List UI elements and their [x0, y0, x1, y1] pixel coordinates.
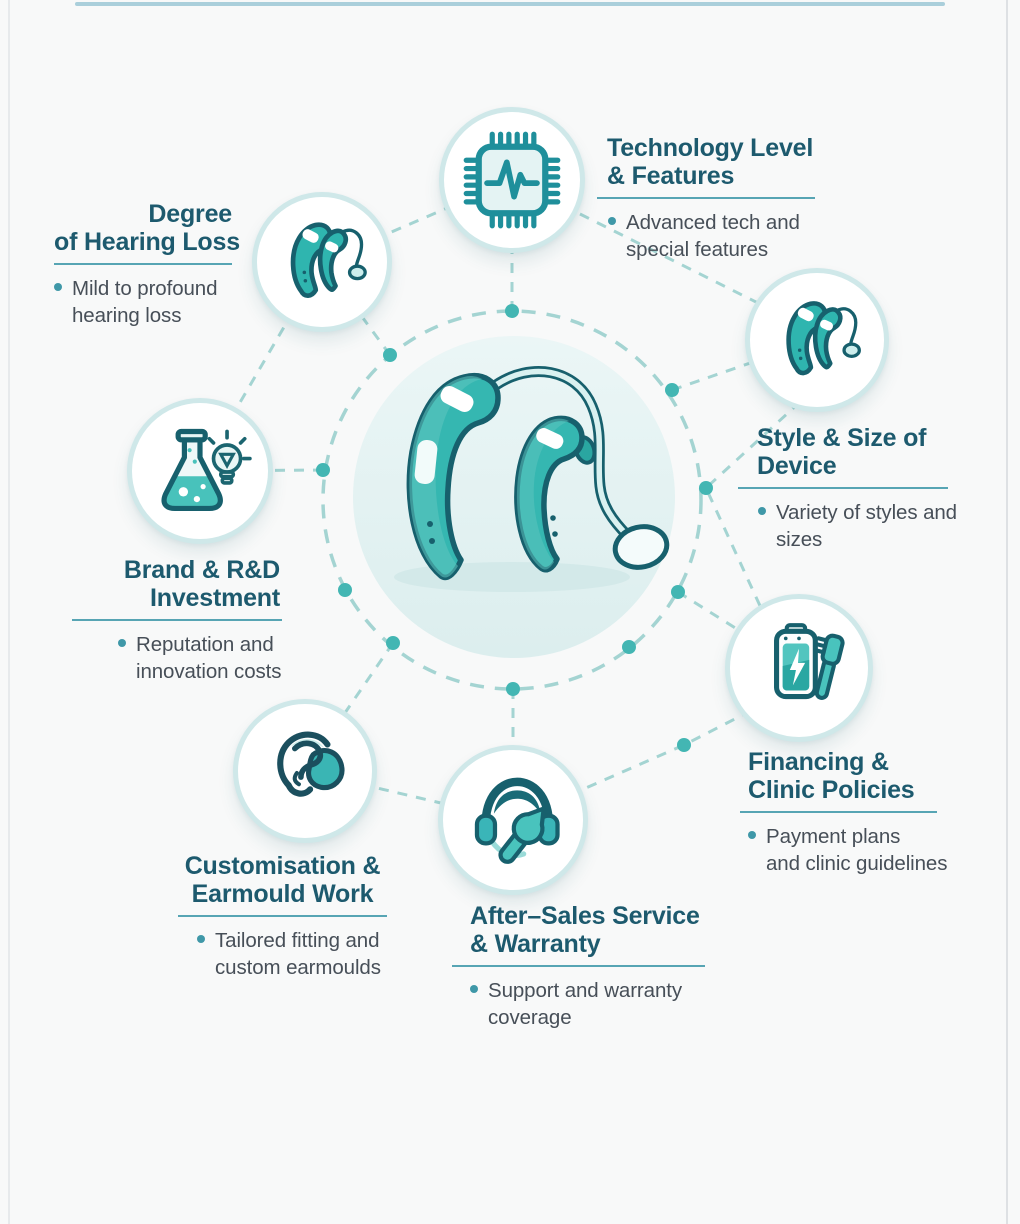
- title-line: Financing &: [748, 748, 889, 776]
- bullet-dot: [118, 639, 126, 647]
- label-financing: Financing & Clinic Policies Payment plan…: [740, 748, 947, 877]
- label-technology-level: Technology Level & Features Advanced tec…: [597, 134, 815, 263]
- description-line: hearing loss: [72, 304, 182, 327]
- label-after-sales: After–Sales Service & Warranty Support a…: [452, 902, 705, 1031]
- title-line: Device: [757, 452, 837, 480]
- hearing-aids-illustration: [353, 336, 675, 658]
- description-line: sizes: [776, 528, 823, 551]
- left-page-edge: [8, 0, 10, 1224]
- node-circle-customisation: [233, 699, 377, 843]
- title-line: of Hearing Loss: [54, 228, 240, 256]
- bullet-dot: [470, 985, 478, 993]
- description-line: special features: [626, 238, 768, 261]
- bullet-dot: [197, 935, 205, 943]
- description-line: custom earmoulds: [215, 956, 381, 979]
- node-description: Tailored fitting and custom earmoulds: [178, 927, 387, 981]
- headset-wrench-icon: [474, 777, 560, 864]
- node-title: Customisation & Earmould Work: [178, 852, 387, 917]
- node-description: Support and warranty coverage: [452, 977, 705, 1031]
- title-line: Technology Level: [607, 134, 814, 162]
- title-line: After–Sales Service: [470, 902, 700, 930]
- description-line: Variety of styles and: [776, 501, 957, 524]
- dashed-ring: [321, 309, 703, 691]
- hearing-aid-pair-icon: [270, 210, 374, 314]
- node-circle-after-sales: [438, 745, 588, 895]
- title-line: Degree: [148, 200, 232, 228]
- node-description: Advanced tech and special features: [597, 209, 815, 263]
- node-circle-technology-level: [439, 107, 585, 253]
- title-line: Customisation &: [184, 852, 381, 880]
- label-degree-of-hearing-loss: Degree of Hearing Loss Mild to profound …: [54, 200, 240, 329]
- title-line: Clinic Policies: [748, 776, 915, 804]
- chip-icon: [463, 131, 561, 229]
- bullet-dot: [748, 831, 756, 839]
- title-line: Investment: [150, 584, 280, 612]
- description-line: Support and warranty: [488, 979, 683, 1002]
- top-border-line: [75, 2, 945, 6]
- node-circle-brand-rd: [127, 398, 273, 544]
- title-line: & Features: [607, 162, 735, 190]
- node-title: Degree of Hearing Loss: [54, 200, 240, 265]
- description-line: Tailored fitting and: [215, 929, 380, 952]
- node-circle-style-size: [745, 268, 889, 412]
- title-line: Earmould Work: [191, 880, 374, 908]
- title-line: Style & Size of: [757, 424, 927, 452]
- node-title: Brand & R&D Investment: [72, 556, 282, 621]
- node-title: Financing & Clinic Policies: [740, 748, 937, 813]
- description-line: Mild to profound: [72, 277, 218, 300]
- description-line: Advanced tech and: [626, 211, 800, 234]
- ear-earmould-icon: [277, 731, 345, 797]
- title-line: & Warranty: [470, 930, 601, 958]
- node-circle-degree-of-hearing-loss: [252, 192, 392, 332]
- label-customisation: Customisation & Earmould Work Tailored f…: [178, 852, 387, 981]
- label-brand-rd: Brand & R&D Investment Reputation and in…: [72, 556, 282, 685]
- right-page-edge: [1006, 0, 1008, 1224]
- title-line: Brand & R&D: [123, 556, 280, 584]
- node-description: Variety of styles and sizes: [738, 499, 957, 553]
- node-title: After–Sales Service & Warranty: [452, 902, 705, 967]
- node-description: Mild to profound hearing loss: [54, 275, 232, 329]
- flask-lightbulb-icon: [161, 428, 252, 512]
- center-circle: [353, 336, 675, 658]
- description-line: and clinic guidelines: [766, 852, 948, 875]
- node-title: Technology Level & Features: [597, 134, 815, 199]
- bullet-dot: [608, 217, 616, 225]
- description-line: Payment plans: [766, 825, 901, 848]
- description-line: coverage: [488, 1006, 572, 1029]
- description-line: innovation costs: [136, 660, 282, 683]
- node-circle-financing: [725, 594, 873, 742]
- label-style-size: Style & Size of Device Variety of styles…: [738, 424, 957, 553]
- junction-dots: [316, 304, 713, 752]
- node-description: Reputation and innovation costs: [72, 631, 282, 685]
- bullet-dot: [758, 507, 766, 515]
- node-title: Style & Size of Device: [738, 424, 948, 489]
- bullet-dot: [54, 283, 62, 291]
- node-description: Payment plans and clinic guidelines: [740, 823, 947, 877]
- hearing-aid-pair-icon: [766, 289, 868, 391]
- description-line: Reputation and: [136, 633, 274, 656]
- battery-brush-icon: [774, 623, 845, 700]
